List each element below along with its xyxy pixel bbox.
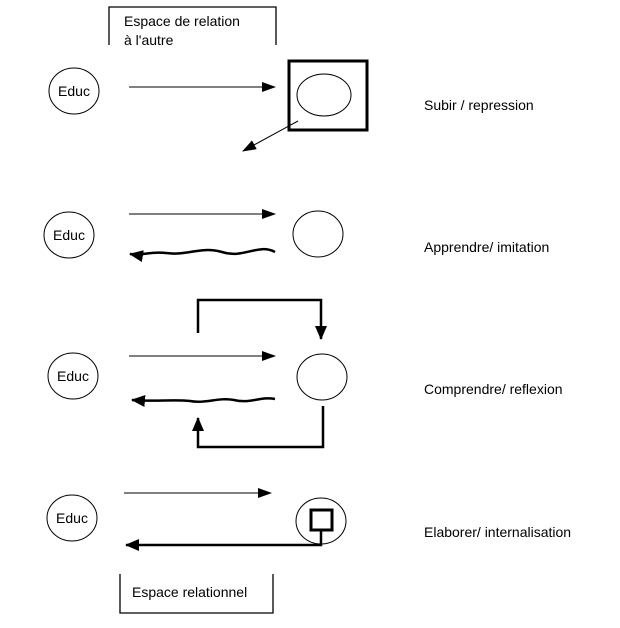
loop-arrow-top [196,298,327,340]
educ-label-3: Educ [57,368,89,384]
relation-space-line1: Espace de relation [124,13,240,29]
stage-label-3: Comprendre/ reflexion [424,381,563,397]
educ-node-2 [43,211,95,259]
stage-label-1: Subir / repression [424,97,534,113]
stage-label-4: Elaborer/ internalisation [424,524,571,540]
internal-return-arrow [125,530,323,551]
row-comprendre: Educ Comprendre/ reflexion [47,298,563,449]
educ-label-2: Educ [53,227,85,243]
loop-arrow-bottom [192,406,325,449]
relational-space-box: Espace relationnel [119,574,274,614]
row-apprendre: Educ Apprendre/ imitation [43,209,549,263]
wavy-return-arrow-2 [129,247,276,263]
enclosed-node-1 [296,73,352,117]
educ-node-4 [46,494,98,542]
educ-label-1: Educ [58,83,90,99]
relation-space-box: Espace de relation à l'autre [108,6,277,48]
relation-space-line2: à l'autre [124,32,174,48]
educ-label-4: Educ [56,510,88,526]
educ-node-3 [47,352,99,400]
educ-node-1 [48,67,100,115]
enclosing-square [287,59,369,132]
deflected-arrow [242,120,299,152]
target-node-3 [296,353,348,401]
stage-label-2: Apprendre/ imitation [424,239,549,255]
row-elaborer: Educ Elaborer/ internalisation [46,488,571,551]
row-subir: Educ Subir / repression [48,59,534,152]
relational-space-label: Espace relationnel [132,584,247,600]
internal-square [309,508,334,532]
wavy-return-arrow-3 [131,395,276,407]
target-node-2 [292,210,344,258]
